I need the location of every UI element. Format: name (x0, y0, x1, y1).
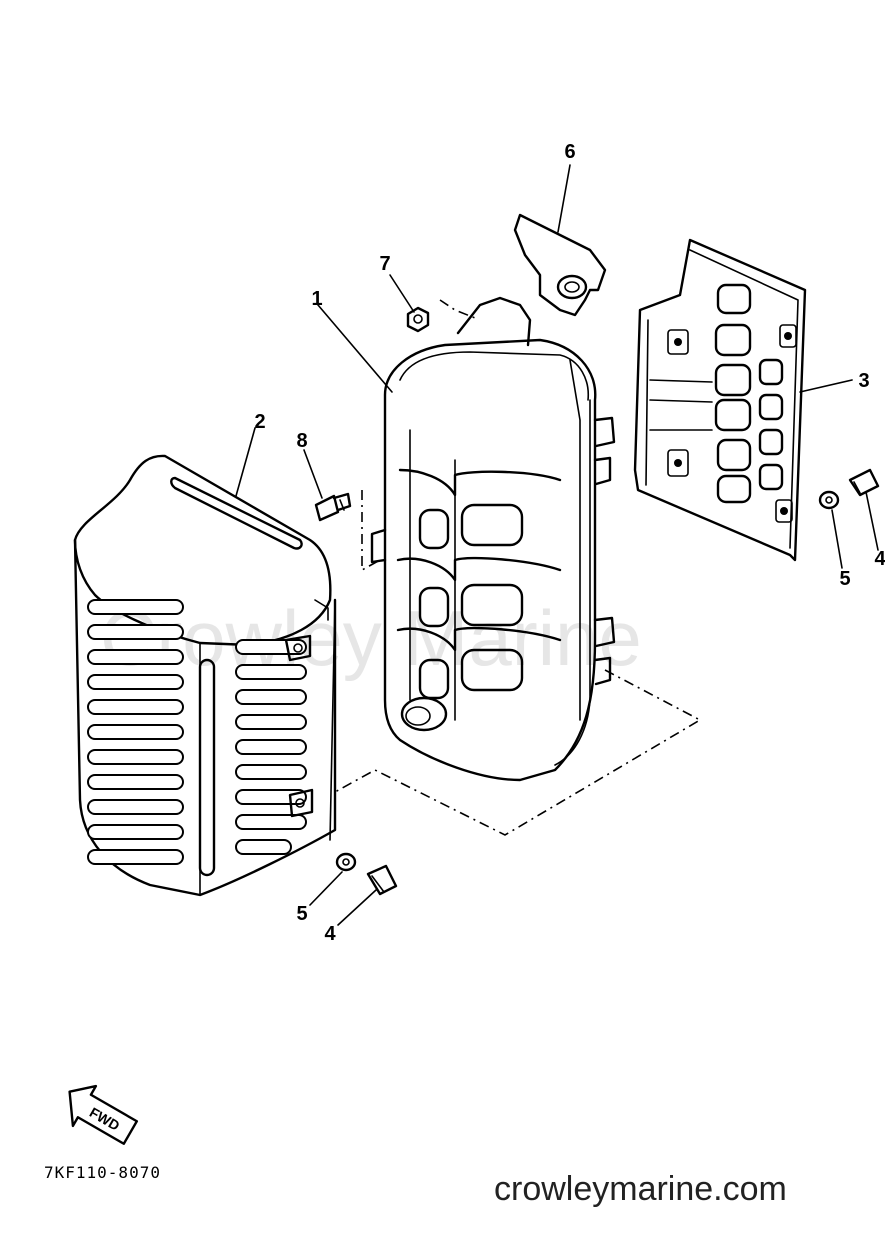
callout-4-bottom: 4 (324, 923, 336, 945)
site-watermark: crowleymarine.com (494, 1170, 787, 1208)
callout-6: 6 (564, 141, 575, 163)
fwd-label: FWD (87, 1104, 123, 1134)
part-3-shield-plate (633, 238, 807, 562)
callout-5-right: 5 (839, 568, 850, 590)
fwd-arrow: FWD (68, 1084, 139, 1145)
part-code: 7KF110-8070 (44, 1163, 161, 1182)
part-4-bolt-bottom (366, 864, 398, 896)
leader-lines (235, 164, 879, 926)
part-6-gasket (513, 213, 607, 317)
part-5-washer-bottom (335, 852, 357, 872)
callout-4-right: 4 (874, 548, 885, 570)
part-5-washer-right (818, 490, 840, 510)
part-7-nut (406, 306, 430, 333)
cover-left-louvers (87, 599, 184, 865)
callout-5-bottom: 5 (296, 903, 307, 925)
callout-1: 1 (311, 288, 322, 310)
part-2-cover (73, 454, 337, 897)
part-1-muffler (370, 296, 616, 782)
callout-3: 3 (858, 370, 869, 392)
cover-right-louvers (235, 639, 307, 855)
callout-8: 8 (296, 430, 307, 452)
mounting-guide-lines (334, 669, 702, 836)
part-4-bolt-right (848, 468, 880, 497)
callout-7: 7 (379, 253, 390, 275)
part-8-bolt (314, 492, 352, 522)
callout-2: 2 (254, 411, 265, 433)
